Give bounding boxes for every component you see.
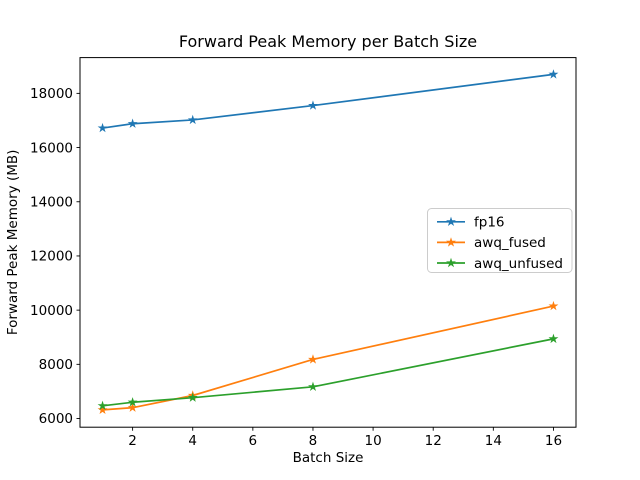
y-tick-label: 10000 [30,303,73,319]
data-series [97,69,559,415]
data-point-awq_fused [127,402,138,412]
x-axis-label: Batch Size [293,450,364,466]
data-point-fp16 [97,122,108,133]
x-tick-label: 8 [309,433,318,449]
legend: fp16 awq_fused awq_unfused [427,208,573,273]
legend-label-fp16: fp16 [474,215,505,231]
legend-marker-awq_unfused [446,257,456,268]
series-line-awq_unfused [101,338,555,407]
y-tick-label: 18000 [30,86,73,102]
data-point-awq_unfused [97,400,108,410]
data-point-awq_fused [548,300,559,311]
data-point-awq_unfused [187,392,198,402]
y-tick-label: 16000 [30,140,73,156]
x-tick-label: 4 [188,433,197,449]
x-tick-label: 12 [425,433,442,449]
legend-marker-fp16 [446,216,456,227]
y-tick-label: 8000 [39,357,73,373]
series-line-fp16 [101,73,555,129]
data-point-awq_unfused [127,397,138,407]
legend-label-awq_fused: awq_fused [474,235,546,251]
series-line-awq_fused [101,305,555,411]
legend-box [427,208,573,273]
x-tick-label: 10 [364,433,381,449]
data-point-fp16 [548,69,559,79]
x-tick-label: 6 [249,433,258,449]
data-point-fp16 [187,114,198,125]
x-tick-label: 14 [485,433,502,449]
axis-ticks: 2 4 6 8 10 12 14 16 6000 8000 10000 12000 14000 16000… [30,86,562,449]
plot-border [79,57,577,428]
y-tick-label: 14000 [30,194,73,210]
data-point-awq_fused [97,404,108,415]
data-point-awq_unfused [548,333,559,344]
y-axis-label: Forward Peak Memory (MB) [5,150,21,336]
chart-title: Forward Peak Memory per Batch Size [179,32,477,51]
data-point-fp16 [127,118,138,128]
y-tick-label: 6000 [39,411,73,427]
data-point-fp16 [308,100,318,110]
legend-marker-awq_fused [446,237,456,247]
x-tick-label: 16 [545,433,562,449]
data-point-awq_unfused [308,381,318,392]
data-point-awq_fused [308,354,318,364]
legend-label-awq_unfused: awq_unfused [474,256,563,272]
y-tick-label: 12000 [30,249,73,265]
x-tick-label: 2 [128,433,137,449]
